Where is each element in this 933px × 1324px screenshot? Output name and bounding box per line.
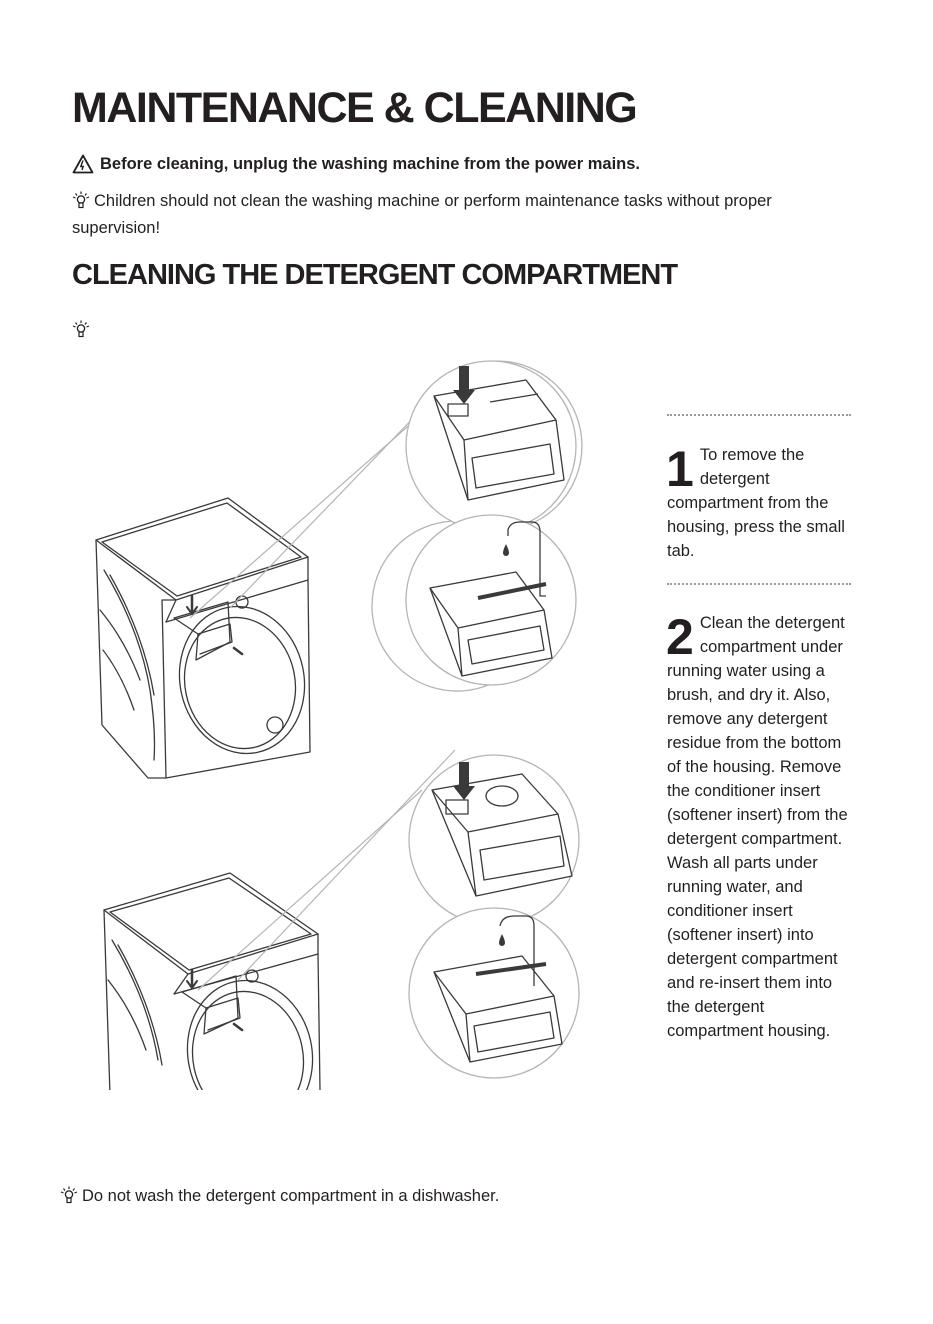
- lightbulb-tip-icon: [72, 191, 90, 216]
- washing-machine-bottom: [103, 872, 321, 1090]
- step-number: 2: [666, 609, 694, 665]
- detergent-compartment-illustration: [95, 360, 583, 1090]
- water-drop-icon: [503, 544, 509, 556]
- section-title: CLEANING THE DETERGENT COMPARTMENT: [72, 259, 678, 291]
- tip-children: Children should not clean the washing ma…: [72, 189, 842, 240]
- push-arrow-icon: [453, 366, 475, 404]
- dotted-divider: [667, 414, 851, 416]
- callout-rinse-brush: [429, 521, 553, 677]
- warning-triangle-icon: [72, 154, 94, 174]
- step-text: Clean the detergent compartment under ru…: [667, 614, 848, 1040]
- dotted-divider: [667, 583, 851, 585]
- tip-dishwasher: Do not wash the detergent compartment in…: [60, 1184, 499, 1211]
- tip-dishwasher-text: Do not wash the detergent compartment in…: [82, 1187, 500, 1205]
- step-text: To remove the detergent compartment from…: [667, 446, 845, 560]
- step-number: 1: [666, 441, 694, 497]
- tip-bulb-standalone: [72, 318, 94, 345]
- water-drop-icon: [499, 934, 505, 946]
- callout-rinse-insert: [433, 915, 563, 1063]
- tip-children-text: Children should not clean the washing ma…: [72, 192, 772, 237]
- step-1: 1 To remove the detergent compartment fr…: [666, 441, 852, 563]
- callout-press-tab: [433, 379, 565, 501]
- step-2: 2 Clean the detergent compartment under …: [666, 609, 852, 1043]
- push-arrow-icon: [453, 762, 475, 800]
- page-title: MAINTENANCE & CLEANING: [72, 84, 638, 132]
- lightbulb-tip-icon: [72, 320, 90, 345]
- washing-machine-top: [95, 497, 311, 779]
- lightbulb-tip-icon: [60, 1186, 78, 1211]
- callout-remove-insert: [431, 773, 573, 897]
- warning-notice: Before cleaning, unplug the washing mach…: [72, 154, 640, 174]
- warning-text: Before cleaning, unplug the washing mach…: [100, 154, 640, 173]
